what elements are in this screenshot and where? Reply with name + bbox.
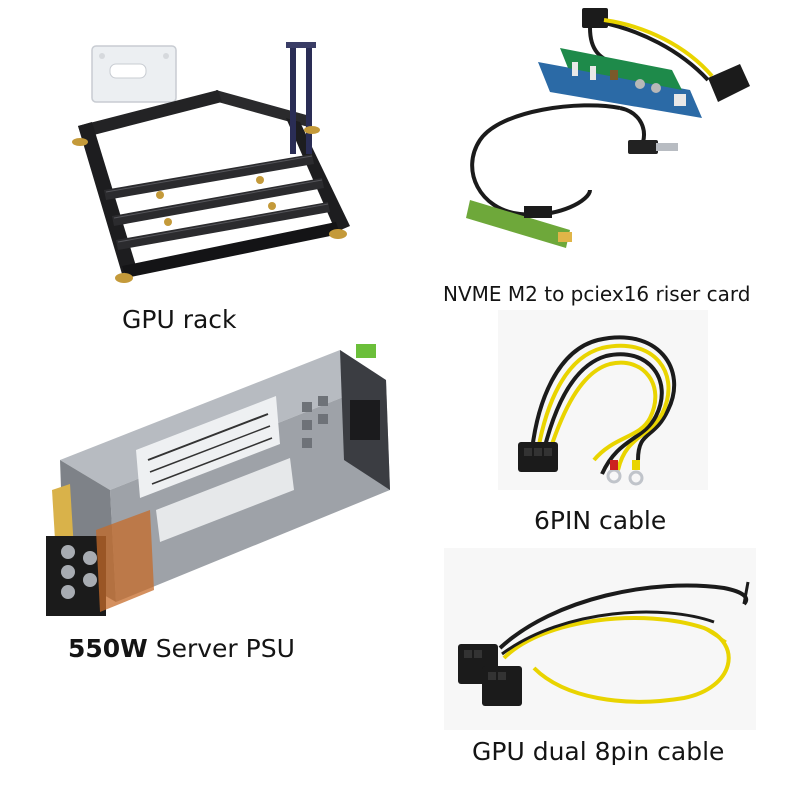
dual-8pin-cable-icon <box>444 548 756 730</box>
riser-card-product <box>440 0 790 270</box>
psu-caption: 550W Server PSU <box>68 636 295 661</box>
gpu-rack-product <box>50 30 380 300</box>
server-psu-icon <box>46 344 390 616</box>
six-pin-cable-icon <box>498 310 708 490</box>
psu-caption-label: Server PSU <box>147 634 295 663</box>
dual-8pin-cable-caption: GPU dual 8pin cable <box>472 737 725 766</box>
gpu-rack-caption: GPU rack <box>122 305 237 334</box>
six-pin-cable-product <box>498 310 708 490</box>
psu-caption-wattage: 550W <box>68 634 148 663</box>
dual-8pin-cable-product <box>444 548 756 730</box>
riser-card-caption: NVME M2 to pciex16 riser card <box>443 282 751 306</box>
six-pin-cable-caption: 6PIN cable <box>534 506 667 535</box>
gpu-rack-icon <box>72 42 350 283</box>
psu-product <box>40 340 400 620</box>
riser-card-icon <box>466 8 750 248</box>
